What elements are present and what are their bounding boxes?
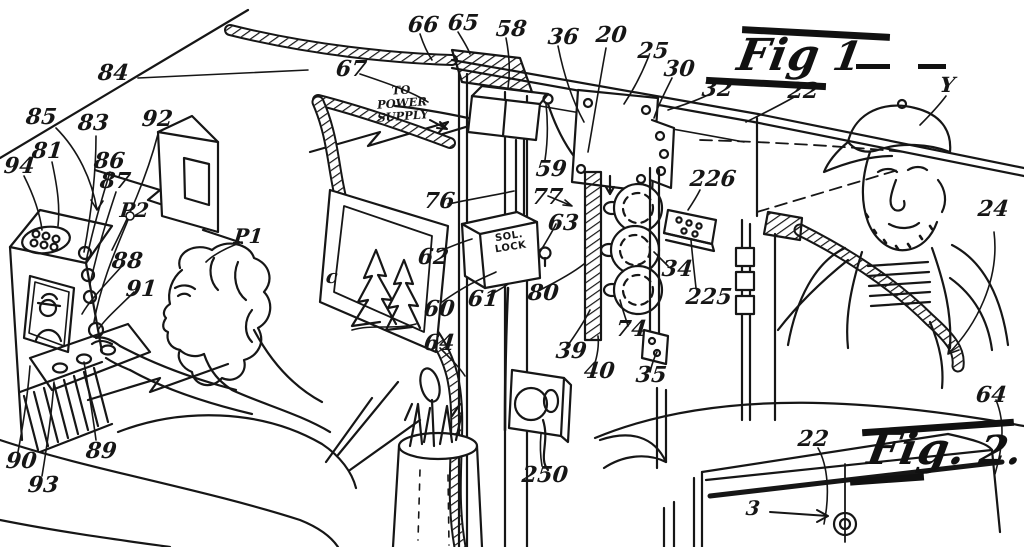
ref-label-90: 90	[4, 448, 38, 474]
fig2-number: 2.	[975, 427, 1024, 474]
ref-label-P1: P1	[232, 224, 265, 248]
ref-label-3: 3	[744, 496, 762, 520]
ref-label-63: 63	[546, 210, 580, 236]
solenoid-lock	[460, 210, 552, 432]
ref-label-40: 40	[582, 358, 616, 384]
fig1-dash-right	[918, 64, 946, 69]
ref-label-36: 36	[546, 24, 580, 50]
ref-label-91: 91	[124, 276, 158, 302]
ref-label-67: 67	[334, 56, 368, 82]
ref-label-20: 20	[594, 22, 628, 48]
ref-label-81: 81	[30, 138, 64, 164]
ref-label-64b: 64	[974, 382, 1008, 408]
ref-label-35: 35	[634, 362, 668, 388]
ref-label-59: 59	[534, 156, 568, 182]
ref-label-76: 76	[422, 188, 456, 214]
ref-label-Y: Y	[938, 72, 957, 97]
ref-label-c: c	[324, 266, 339, 288]
ref-label-58: 58	[494, 16, 528, 42]
ref-label-83: 83	[76, 110, 110, 136]
ref-label-22b: 22	[796, 426, 830, 452]
ref-label-74: 74	[614, 316, 648, 342]
door-knob	[507, 368, 573, 472]
leader-lines	[17, 31, 1003, 525]
ref-label-62: 62	[416, 244, 450, 270]
patient-figure	[0, 242, 422, 547]
ref-label-85: 85	[24, 104, 58, 130]
power-unit	[393, 84, 745, 216]
ref-label-88: 88	[110, 248, 144, 274]
ref-label-30: 30	[662, 56, 696, 82]
ref-label-34: 34	[660, 256, 694, 282]
ref-label-65: 65	[446, 10, 480, 36]
ref-label-84: 84	[96, 60, 130, 86]
power-supply-note: TO POWER SUPPLY	[376, 82, 429, 126]
ref-label-77: 77	[530, 184, 564, 210]
ref-label-87: 87	[98, 168, 132, 194]
ref-label-89: 89	[84, 438, 118, 464]
ref-label-66: 66	[406, 12, 440, 38]
ref-label-226: 226	[688, 166, 738, 192]
wall-cabinet	[156, 114, 220, 234]
ref-label-39: 39	[554, 338, 588, 364]
ref-label-60: 60	[422, 296, 456, 322]
ref-label-92: 92	[140, 106, 174, 132]
intercom-console	[8, 208, 152, 454]
ref-label-P2: P2	[118, 198, 151, 222]
picture-frame	[318, 188, 450, 354]
ref-label-80: 80	[526, 280, 560, 306]
ref-label-24: 24	[976, 196, 1010, 222]
ref-label-93: 93	[26, 472, 60, 498]
visitor-figure	[776, 98, 1010, 390]
ref-label-61: 61	[466, 286, 500, 312]
ref-label-225: 225	[684, 284, 734, 310]
fig1-word: Fig	[733, 30, 825, 81]
ref-label-64a: 64	[422, 330, 456, 356]
fig1-dash-left	[856, 64, 890, 69]
umbrella-stand	[391, 367, 484, 547]
chain-and-rings	[583, 166, 718, 366]
ref-label-250: 250	[520, 462, 570, 488]
